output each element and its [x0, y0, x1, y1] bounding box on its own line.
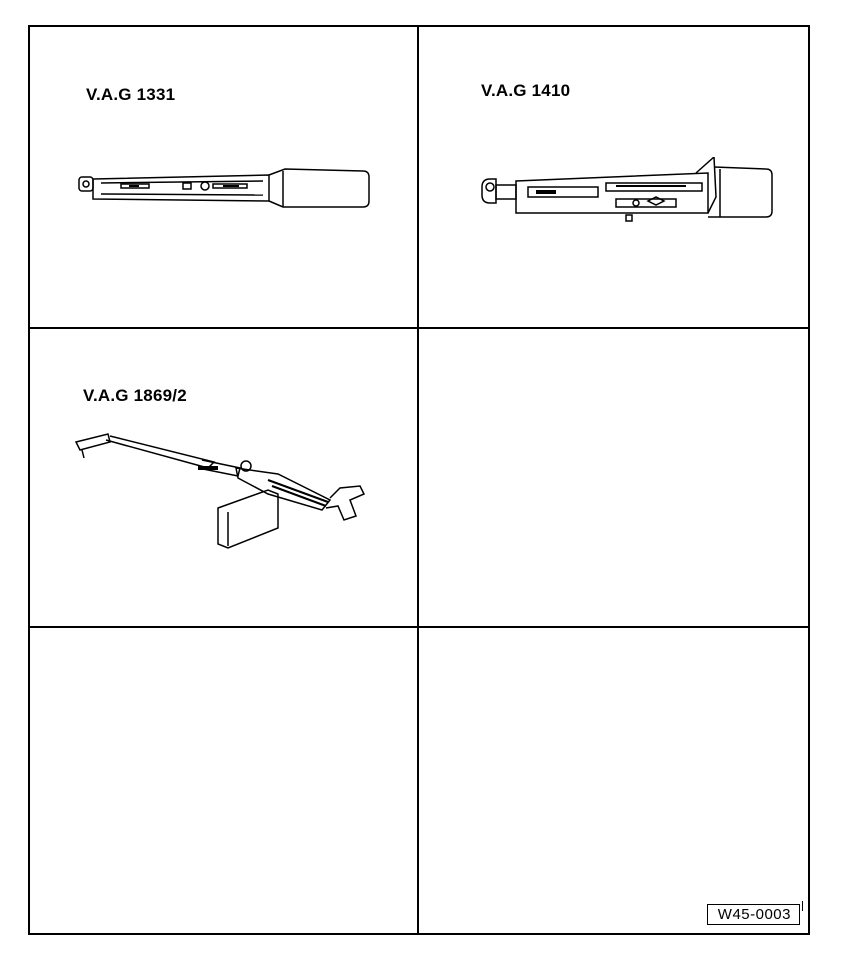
- tool-label: V.A.G 1331: [86, 85, 176, 104]
- grid-frame: [28, 25, 810, 935]
- grid-divider-row-1: [28, 327, 810, 329]
- figure-reference: W45-0003: [706, 901, 804, 925]
- grid-divider-row-2: [28, 626, 810, 628]
- tool-label: V.A.G 1869/2: [83, 386, 187, 405]
- tool-label: V.A.G 1410: [481, 81, 571, 100]
- torque-wrench-illustration: [78, 168, 370, 208]
- empty-cell: [418, 328, 810, 627]
- grid-divider-vertical: [417, 25, 419, 935]
- empty-cell: [28, 627, 418, 935]
- tool-cell-3: V.A.G 1869/2: [28, 328, 418, 627]
- tool-cell-2: V.A.G 1410: [418, 25, 810, 328]
- torque-wrench-illustration: [481, 157, 773, 222]
- tool-sheet: V.A.G 1331: [28, 25, 810, 935]
- tool-illustration: [74, 433, 366, 549]
- tool-cell-1: V.A.G 1331: [28, 25, 418, 328]
- empty-cell: W45-0003: [418, 627, 810, 935]
